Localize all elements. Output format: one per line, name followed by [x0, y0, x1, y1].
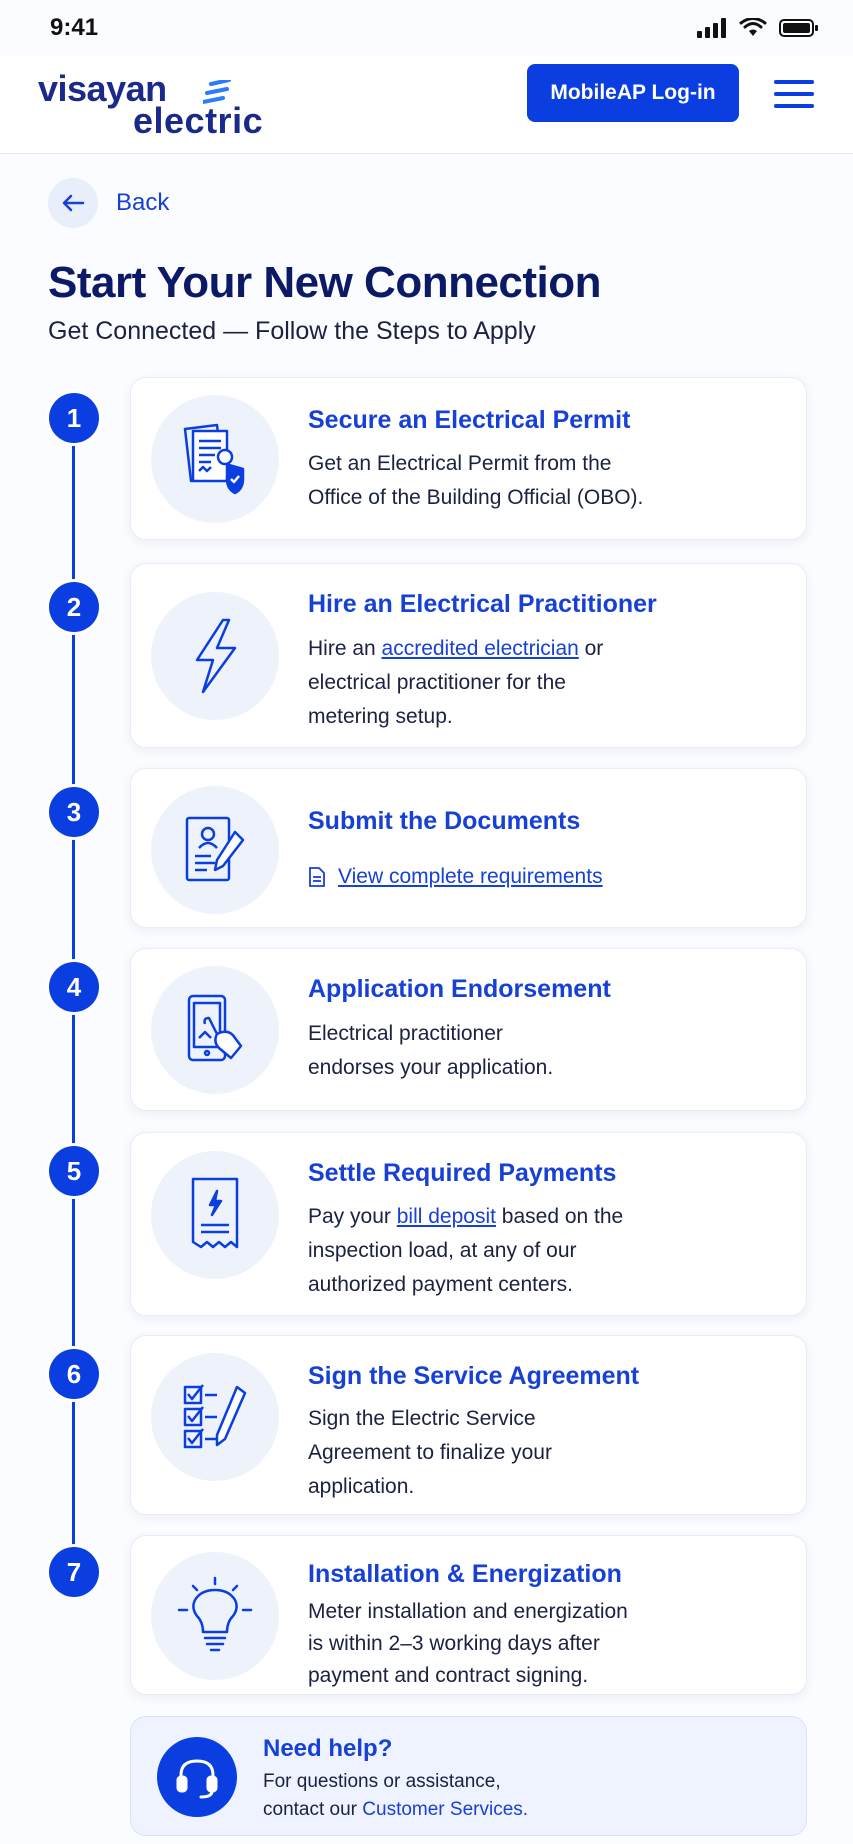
permit-document-icon: [151, 395, 279, 523]
page-subtitle: Get Connected — Follow the Steps to Appl…: [48, 317, 536, 345]
tablet-sign-icon: [151, 966, 279, 1094]
view-requirements-label: View complete requirements: [338, 865, 603, 888]
status-bar: 9:41: [0, 0, 853, 56]
wifi-icon: [739, 18, 767, 36]
step-description-line: Hire an accredited electrician or: [308, 632, 758, 666]
step-card-5: Settle Required Payments Pay your bill d…: [130, 1132, 807, 1316]
step-title: Application Endorsement: [308, 975, 611, 1003]
document-icon: [309, 867, 325, 887]
receipt-icon: [151, 1151, 279, 1279]
step-title: Submit the Documents: [308, 807, 581, 835]
logo-stripes-icon: [203, 80, 231, 104]
step-description-line: payment and contract signing.: [308, 1664, 589, 1687]
step-number-2: 2: [49, 582, 99, 632]
step-description: Electrical practitioner endorses your ap…: [308, 1017, 758, 1085]
logo-text-top: visayan: [38, 68, 167, 109]
back-label: Back: [116, 189, 170, 216]
step-description: Hire an accredited electrician or electr…: [308, 632, 758, 734]
step-description-line: Electrical practitioner: [308, 1022, 503, 1045]
step-description-line: Office of the Building Official (OBO).: [308, 486, 644, 509]
step-card-2: Hire an Electrical Practitioner Hire an …: [130, 563, 807, 748]
bill-deposit-link[interactable]: bill deposit: [396, 1205, 496, 1228]
step-description-text: Pay your: [308, 1205, 397, 1228]
back-button[interactable]: Back: [48, 178, 169, 228]
step-description-line: application.: [308, 1475, 415, 1498]
step-description: Pay your bill deposit based on the inspe…: [308, 1200, 758, 1302]
step-description-text: or: [578, 637, 604, 660]
signal-icon: [697, 18, 726, 38]
step-description-line: electrical practitioner for the: [308, 671, 566, 694]
step-description-line: Sign the Electric Service: [308, 1407, 536, 1430]
step-description-line: is within 2–3 working days after: [308, 1632, 600, 1655]
step-title: Hire an Electrical Practitioner: [308, 590, 657, 618]
visayan-electric-logo[interactable]: visayan electric: [38, 68, 268, 144]
step-title: Settle Required Payments: [308, 1159, 617, 1187]
step-description-line: metering setup.: [308, 705, 453, 728]
step-card-7: Installation & Energization Meter instal…: [130, 1535, 807, 1695]
customer-services-link[interactable]: Customer Services.: [362, 1799, 529, 1820]
battery-icon: [779, 19, 818, 37]
step-card-1: Secure an Electrical Permit Get an Elect…: [130, 377, 807, 540]
light-bulb-icon: [151, 1552, 279, 1680]
step-number-3: 3: [49, 787, 99, 837]
step-description: Get an Electrical Permit from the Office…: [308, 447, 758, 515]
step-description-line: endorses your application.: [308, 1056, 554, 1079]
help-text: contact our Customer Services.: [263, 1799, 528, 1821]
step-description-text: Hire an: [308, 637, 382, 660]
help-text-prefix: contact our: [263, 1799, 363, 1820]
arrow-left-icon: [48, 178, 98, 228]
step-card-6: Sign the Service Agreement Sign the Elec…: [130, 1335, 807, 1515]
step-number-4: 4: [49, 962, 99, 1012]
step-card-4: Application Endorsement Electrical pract…: [130, 948, 807, 1111]
lightning-bolt-icon: [151, 592, 279, 720]
app-header: visayan electric MobileAP Log-in: [0, 56, 853, 154]
step-number-7: 7: [49, 1547, 99, 1597]
hamburger-menu-icon[interactable]: [772, 74, 816, 114]
step-description-line: Agreement to finalize your: [308, 1441, 552, 1464]
step-number-5: 5: [49, 1146, 99, 1196]
mobileap-login-button[interactable]: MobileAP Log-in: [527, 64, 739, 122]
step-description: Meter installation and energization is w…: [308, 1596, 758, 1692]
step-number-1: 1: [49, 393, 99, 443]
help-box: Need help? For questions or assistance, …: [130, 1716, 807, 1836]
step-description: Sign the Electric Service Agreement to f…: [308, 1402, 758, 1504]
signed-document-icon: [151, 786, 279, 914]
view-requirements-link[interactable]: View complete requirements: [308, 865, 603, 889]
step-description-text: based on the: [495, 1205, 624, 1228]
accredited-electrician-link[interactable]: accredited electrician: [381, 637, 579, 660]
step-description-line: authorized payment centers.: [308, 1273, 573, 1296]
status-icons: [697, 18, 819, 38]
step-title: Sign the Service Agreement: [308, 1362, 640, 1390]
step-description-line: Meter installation and energization: [308, 1600, 628, 1623]
step-description-line: inspection load, at any of our: [308, 1239, 577, 1262]
step-title: Installation & Energization: [308, 1560, 622, 1588]
help-text: For questions or assistance,: [263, 1771, 501, 1792]
page-title: Start Your New Connection: [48, 258, 602, 307]
step-title: Secure an Electrical Permit: [308, 406, 631, 434]
help-title: Need help?: [263, 1735, 393, 1762]
step-number-6: 6: [49, 1349, 99, 1399]
step-card-3: Submit the Documents View complete requi…: [130, 768, 807, 928]
headset-icon: [157, 1737, 237, 1817]
step-description-line: Get an Electrical Permit from the: [308, 452, 612, 475]
logo-text-bottom: electric: [133, 100, 264, 141]
status-time: 9:41: [50, 14, 99, 41]
checklist-pen-icon: [151, 1353, 279, 1481]
step-description-line: Pay your bill deposit based on the: [308, 1200, 758, 1234]
